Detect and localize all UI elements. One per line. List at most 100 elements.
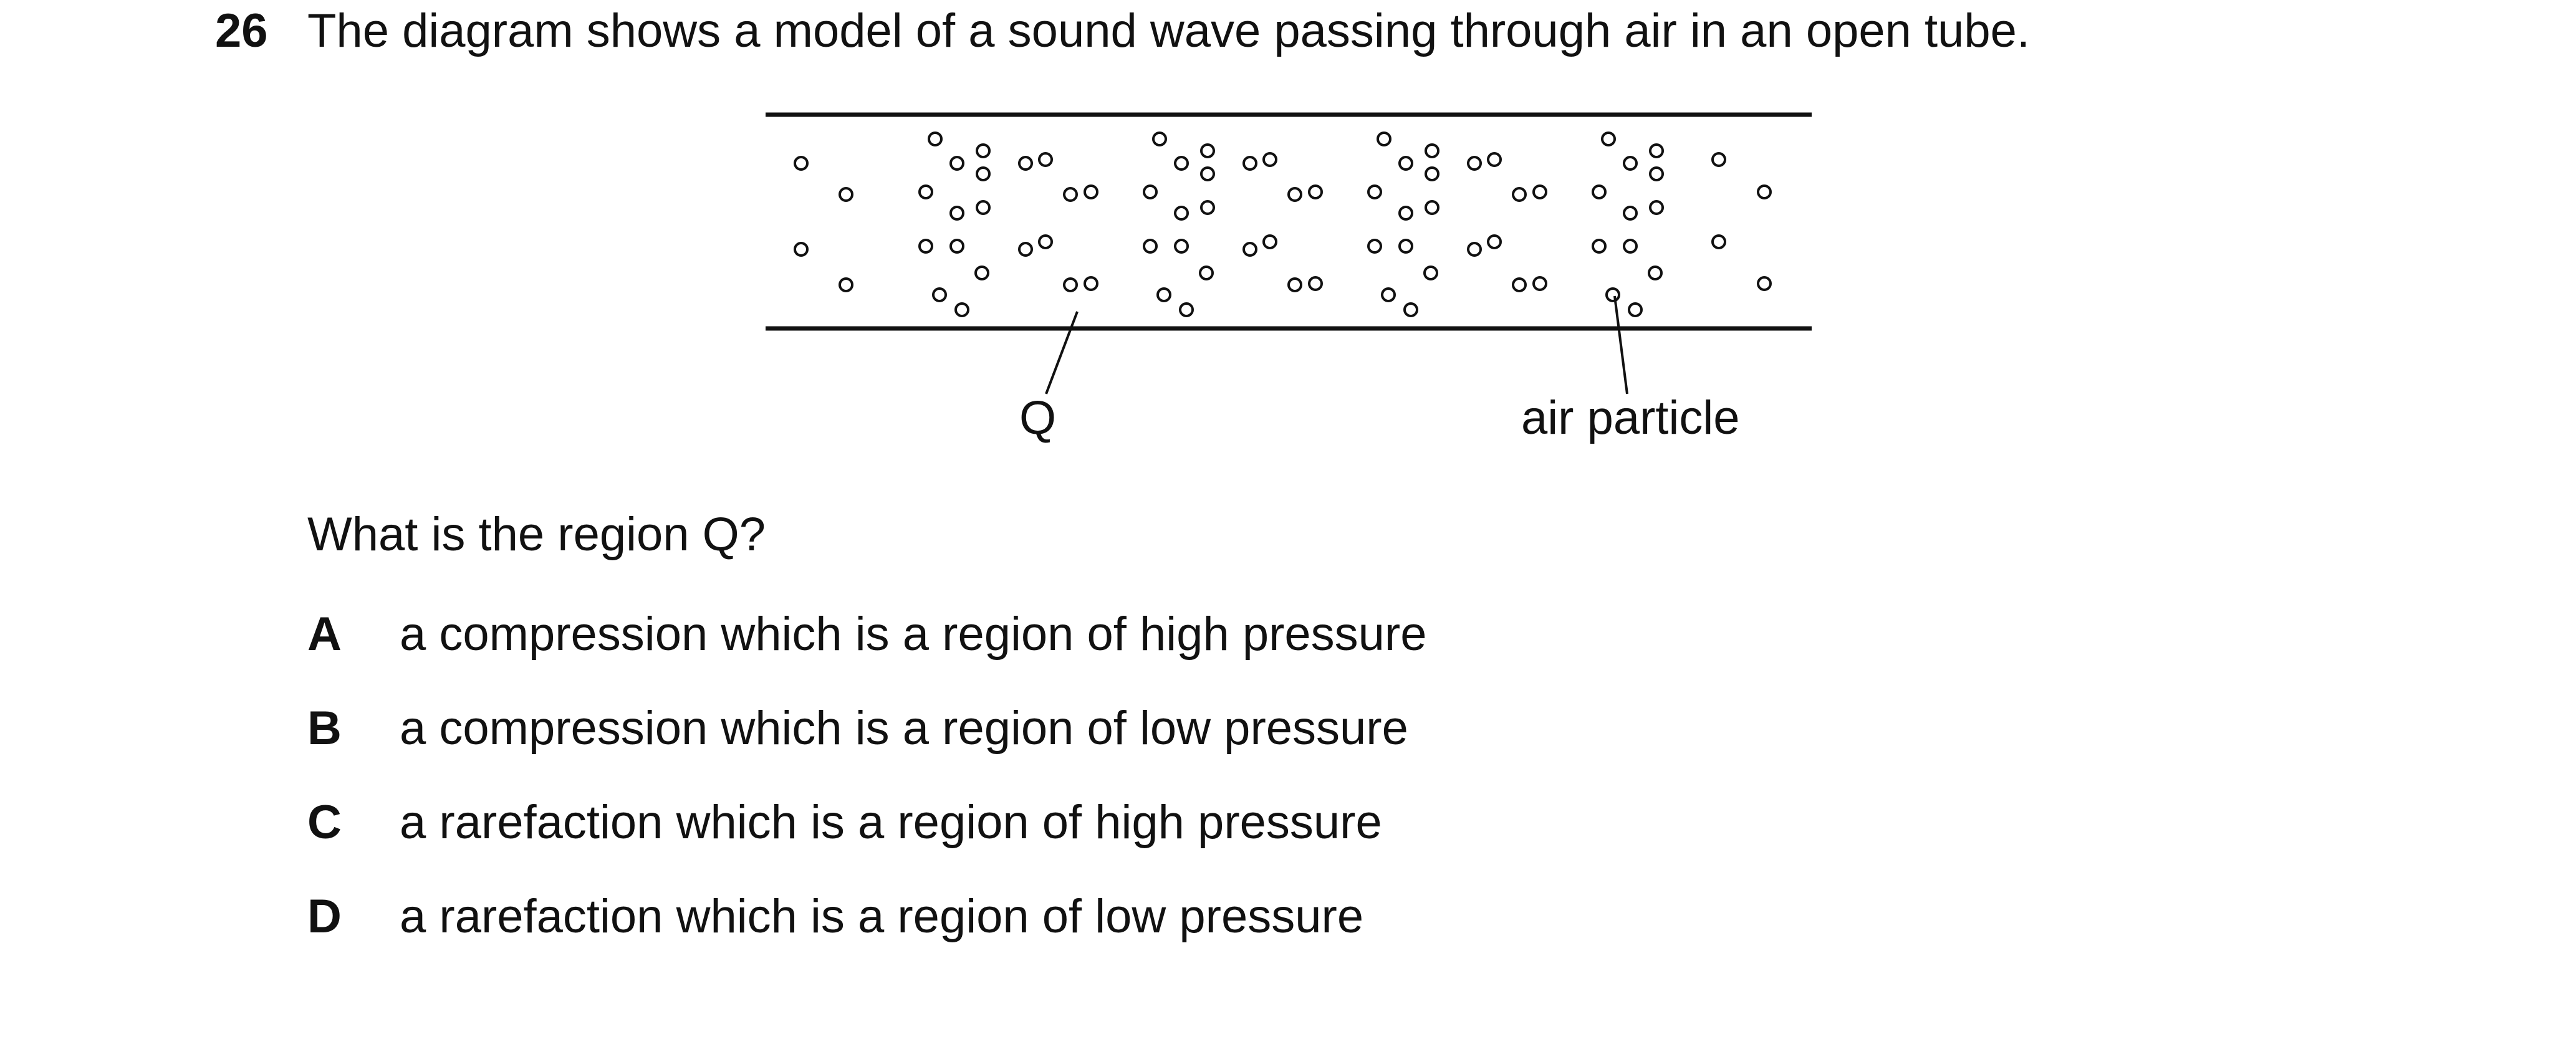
option-letter: D (307, 890, 342, 943)
air-particle (1425, 166, 1439, 181)
sound-wave-diagram: Q air particle (766, 112, 1812, 444)
air-particle (1367, 184, 1382, 199)
label-q: Q (1019, 391, 1056, 444)
air-particle (1423, 266, 1438, 280)
air-particle (1200, 166, 1215, 181)
option-text: a compression which is a region of high … (400, 608, 1427, 661)
air-particle (794, 242, 809, 257)
air-particle (1649, 143, 1664, 158)
air-particle (1174, 239, 1189, 254)
air-particle (949, 156, 964, 171)
option-letter: B (307, 702, 342, 755)
air-particle (1377, 132, 1391, 146)
option-c[interactable]: C a rarefaction which is a region of hig… (307, 794, 1427, 888)
question-prompt: What is the region Q? (307, 508, 766, 561)
air-particle (1601, 132, 1616, 146)
air-particle (1038, 234, 1053, 249)
air-particle (1199, 266, 1214, 280)
air-particle (1018, 242, 1033, 257)
air-particle (1425, 200, 1439, 215)
air-particle (1592, 184, 1607, 199)
air-particle (1381, 287, 1396, 302)
air-particle (1308, 184, 1323, 199)
air-particle (954, 302, 969, 317)
air-particle (1156, 287, 1171, 302)
air-particle (1152, 132, 1167, 146)
air-particle (1084, 276, 1098, 291)
air-particle (1605, 287, 1620, 302)
air-particle (839, 277, 853, 292)
air-particle (1711, 152, 1726, 167)
air-particle (1174, 206, 1189, 221)
air-particle (1398, 239, 1413, 254)
air-particle (1063, 187, 1078, 202)
air-particle (1287, 277, 1302, 292)
option-text: a rarefaction which is a region of high … (400, 796, 1382, 849)
air-particle (1532, 184, 1547, 199)
air-particle (1200, 200, 1215, 215)
air-particle (1200, 143, 1215, 158)
air-particle (1649, 166, 1664, 181)
air-particle (1592, 239, 1607, 254)
air-particle (794, 156, 809, 171)
air-particle (1038, 152, 1053, 167)
air-particle (976, 166, 991, 181)
air-particle (976, 200, 991, 215)
air-particle (1757, 276, 1772, 291)
answer-options: A a compression which is a region of hig… (307, 606, 1427, 982)
air-particle (1512, 187, 1527, 202)
air-particle (1403, 302, 1418, 317)
option-letter: C (307, 796, 342, 849)
air-particle (1425, 143, 1439, 158)
air-particle (1628, 302, 1643, 317)
air-particle (1487, 234, 1502, 249)
air-particle (974, 266, 989, 280)
air-particle (1467, 156, 1482, 171)
option-b[interactable]: B a compression which is a region of low… (307, 700, 1427, 794)
question-stem: The diagram shows a model of a sound wav… (307, 4, 2031, 57)
air-particle (1623, 156, 1638, 171)
option-text: a rarefaction which is a region of low p… (400, 890, 1364, 943)
air-particle (1308, 276, 1323, 291)
air-particle (1287, 187, 1302, 202)
air-particles (794, 132, 1772, 317)
air-particle (1532, 276, 1547, 291)
air-particle (1143, 239, 1158, 254)
air-particle (1262, 152, 1277, 167)
air-particle (1623, 239, 1638, 254)
option-text: a compression which is a region of low p… (400, 702, 1408, 755)
air-particle (1018, 156, 1033, 171)
air-particle (932, 287, 947, 302)
air-particle (1367, 239, 1382, 254)
air-particle (1398, 206, 1413, 221)
air-particle (1648, 266, 1663, 280)
air-particle (1262, 234, 1277, 249)
air-particle (1487, 152, 1502, 167)
air-particle (918, 239, 933, 254)
air-particle (1398, 156, 1413, 171)
air-particle (949, 206, 964, 221)
air-particle (1623, 206, 1638, 221)
option-a[interactable]: A a compression which is a region of hig… (307, 606, 1427, 700)
air-particle (949, 239, 964, 254)
air-particle (1179, 302, 1194, 317)
air-particle (1242, 156, 1257, 171)
air-particle (1467, 242, 1482, 257)
option-letter: A (307, 608, 342, 661)
air-particle (976, 143, 991, 158)
air-particle (1649, 200, 1664, 215)
air-particle (1242, 242, 1257, 257)
option-d[interactable]: D a rarefaction which is a region of low… (307, 888, 1427, 982)
air-particle (1063, 277, 1078, 292)
air-particle (1757, 184, 1772, 199)
particle-leader-line (1613, 295, 1628, 395)
air-particle (918, 184, 933, 199)
air-particle (1711, 234, 1726, 249)
air-particle (839, 187, 853, 202)
label-air-particle: air particle (1521, 391, 1740, 444)
air-particle (1084, 184, 1098, 199)
air-particle (1143, 184, 1158, 199)
air-particle (928, 132, 943, 146)
air-particle (1174, 156, 1189, 171)
q-leader-line (1045, 311, 1079, 395)
